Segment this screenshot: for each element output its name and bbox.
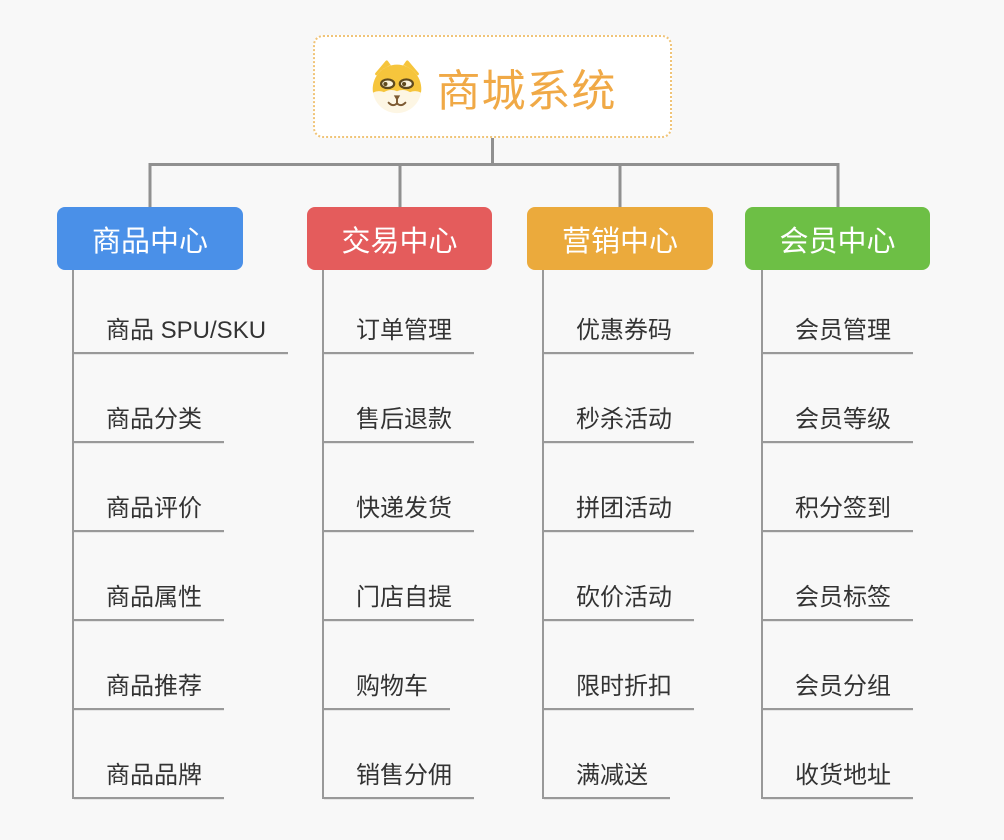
branch-children-3: 优惠券码秒杀活动拼团活动砍价活动限时折扣满减送	[542, 270, 694, 799]
tree-item[interactable]: 快递发货	[324, 443, 474, 532]
branch-children-1: 商品 SPU/SKU 商品分类商品评价商品属性商品推荐商品品牌	[72, 270, 289, 799]
tree-item[interactable]: 积分签到	[763, 443, 913, 532]
dog-face-icon	[372, 59, 421, 113]
tree-item-label: 会员标签	[795, 584, 891, 611]
tree-item-label: 满减送	[576, 762, 648, 789]
tree-item[interactable]: 满减送	[544, 710, 670, 799]
tree-item[interactable]: 商品分类	[74, 354, 224, 443]
tree-item[interactable]: 会员分组	[763, 621, 913, 710]
branch-node-3[interactable]: 营销中心	[527, 207, 713, 270]
tree-item[interactable]: 优惠券码	[544, 270, 694, 354]
tree-item[interactable]: 商品推荐	[74, 621, 224, 710]
tree-item-label: 限时折扣	[576, 673, 672, 700]
tree-item[interactable]: 秒杀活动	[544, 354, 694, 443]
branch-children-2: 订单管理售后退款快递发货门店自提购物车销售分佣	[322, 270, 474, 799]
tree-item[interactable]: 门店自提	[324, 532, 474, 621]
branch-children-4: 会员管理会员等级积分签到会员标签会员分组收货地址	[761, 270, 913, 799]
root-node[interactable]: 商城系统	[313, 35, 672, 138]
tree-item-label: 快递发货	[356, 495, 452, 522]
tree-item[interactable]: 收货地址	[763, 710, 913, 799]
tree-item[interactable]: 会员管理	[763, 270, 913, 354]
branch-node-2[interactable]: 交易中心	[307, 207, 492, 270]
tree-item-label: 会员管理	[795, 317, 891, 344]
tree-item-label: 拼团活动	[576, 495, 672, 522]
tree-item[interactable]: 拼团活动	[544, 443, 694, 532]
branch-label: 会员中心	[779, 225, 896, 258]
tree-item-label: 购物车	[356, 673, 428, 700]
tree-item[interactable]: 售后退款	[324, 354, 474, 443]
tree-item-label: 会员等级	[795, 406, 891, 433]
tree-item-label: 商品分类	[106, 406, 202, 433]
tree-item-label: 积分签到	[795, 495, 891, 522]
tree-item[interactable]: 销售分佣	[324, 710, 474, 799]
tree-item-label: 砍价活动	[576, 584, 672, 611]
branch-label: 商品中心	[91, 225, 208, 258]
tree-item[interactable]: 商品品牌	[74, 710, 224, 799]
tree-item-label: 会员分组	[795, 673, 891, 700]
tree-item-label: 订单管理	[356, 317, 452, 344]
tree-item-label: 销售分佣	[356, 762, 452, 789]
tree-item-label: 商品品牌	[106, 762, 202, 789]
tree-item[interactable]: 砍价活动	[544, 532, 694, 621]
tree-item-label: 门店自提	[356, 584, 452, 611]
branch-label: 交易中心	[341, 225, 458, 258]
tree-item[interactable]: 会员等级	[763, 354, 913, 443]
tree-item-label: 秒杀活动	[576, 406, 672, 433]
tree-item-label: 收货地址	[795, 762, 891, 789]
tree-item[interactable]: 订单管理	[324, 270, 474, 354]
tree-item-label: 优惠券码	[576, 317, 672, 344]
tree-item-label: 商品属性	[106, 584, 202, 611]
branch-node-4[interactable]: 会员中心	[745, 207, 930, 270]
tree-item[interactable]: 购物车	[324, 621, 450, 710]
tree-item[interactable]: 会员标签	[763, 532, 913, 621]
tree-item[interactable]: 商品 SPU/SKU	[74, 270, 289, 354]
tree-item[interactable]: 商品评价	[74, 443, 224, 532]
tree-item-label: 售后退款	[356, 406, 452, 433]
tree-item[interactable]: 商品属性	[74, 532, 224, 621]
branch-label: 营销中心	[561, 225, 678, 258]
tree-item-label: 商品 SPU/SKU	[106, 317, 267, 344]
branch-node-1[interactable]: 商品中心	[57, 207, 243, 270]
tree-item-label: 商品评价	[106, 495, 202, 522]
tree-item[interactable]: 限时折扣	[544, 621, 694, 710]
root-title: 商城系统	[436, 66, 617, 116]
tree-item-label: 商品推荐	[106, 673, 202, 700]
